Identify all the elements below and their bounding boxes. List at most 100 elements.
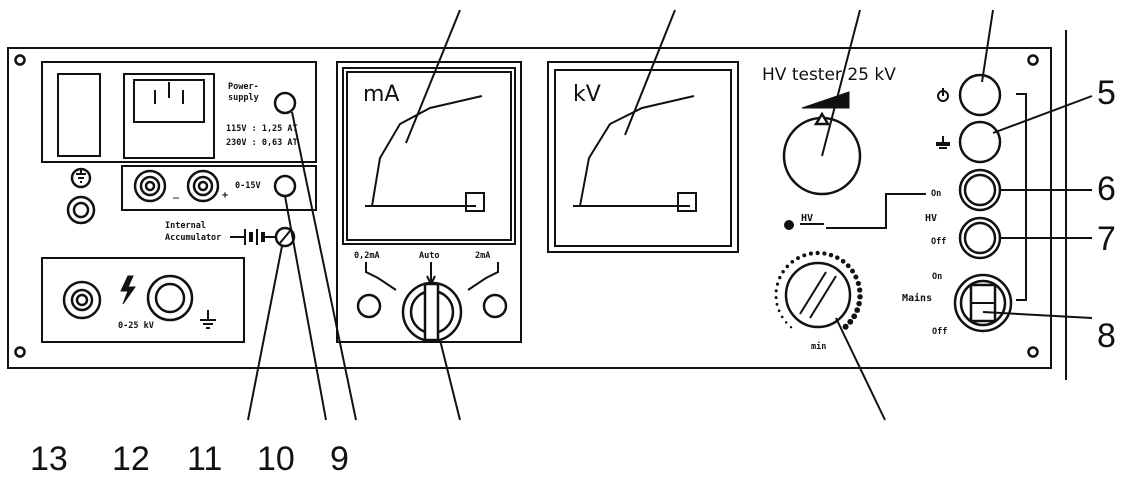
hv-off-label: Off xyxy=(931,237,946,247)
high-voltage-icon xyxy=(120,275,136,305)
scale-dot xyxy=(778,275,782,280)
current-meter-scale-curve xyxy=(371,95,483,207)
scale-dot xyxy=(784,321,788,324)
scale-dot xyxy=(774,296,778,300)
mounting-screws xyxy=(14,54,1039,358)
fine-control-knob[interactable] xyxy=(784,261,852,329)
scale-dot xyxy=(853,274,859,280)
fine-control-scale-dots xyxy=(774,250,863,330)
ground-symbol-icon xyxy=(936,136,950,149)
mains-off-label: Off xyxy=(932,327,947,337)
power-symbol-icon xyxy=(937,88,949,102)
hv-indicator-label: HV xyxy=(801,213,813,224)
low-voltage-output-block xyxy=(121,165,317,211)
range-low-indicator xyxy=(356,293,382,319)
callout-13: 13 xyxy=(30,440,68,478)
scale-dot xyxy=(828,252,834,258)
hv-on-label: On xyxy=(931,189,941,199)
scale-dot xyxy=(796,256,800,261)
scale-dot xyxy=(840,258,846,264)
hv-output-range-label: 0-25 kV xyxy=(118,321,154,331)
ground-icon xyxy=(200,310,216,329)
scale-dot xyxy=(847,318,854,325)
hv-output-block xyxy=(41,257,245,343)
scale-dot xyxy=(855,280,861,286)
fuse-rating-115v: 115V : 1,25 AT xyxy=(226,124,298,134)
ground-test-button[interactable] xyxy=(958,120,1002,164)
scale-dot xyxy=(777,309,781,313)
fine-control-min-label: min xyxy=(811,341,826,352)
hv-indicator-lamp xyxy=(784,220,794,230)
scale-dot xyxy=(775,282,780,286)
voltage-meter-unit: kV xyxy=(573,82,601,107)
scale-dot xyxy=(856,300,862,307)
scale-dot xyxy=(790,259,795,264)
range-selector-pointer xyxy=(423,282,440,342)
scale-dot xyxy=(851,313,858,320)
scale-dot xyxy=(845,263,851,269)
output-voltage-knob[interactable] xyxy=(273,174,297,198)
range-auto-label: Auto xyxy=(419,251,439,261)
scale-dot xyxy=(854,307,861,313)
power-supply-block xyxy=(41,61,317,163)
jack-plus-label: + xyxy=(222,190,228,201)
power-supply-switch[interactable] xyxy=(273,91,297,115)
scale-dot xyxy=(789,326,793,329)
range-high-label: 2mA xyxy=(475,251,490,261)
callout-leader-lines xyxy=(247,9,1093,421)
power-supply-label-2: supply xyxy=(228,93,259,103)
front-panel-outline xyxy=(7,47,1052,369)
accumulator-label-1: Internal xyxy=(165,221,206,231)
scale-dot xyxy=(815,250,820,256)
scale-dot xyxy=(857,287,863,293)
output-range-label: 0-15V xyxy=(235,181,261,191)
scale-dot xyxy=(775,302,779,306)
callout-6: 6 xyxy=(1097,170,1116,208)
mains-inlet-socket[interactable] xyxy=(123,73,215,159)
scale-dot xyxy=(808,251,813,256)
scale-dot xyxy=(774,289,778,293)
callout-8: 8 xyxy=(1097,317,1116,355)
power-supply-label-1: Power- xyxy=(228,82,259,92)
current-meter-unit: mA xyxy=(363,82,399,107)
ramp-icon xyxy=(801,91,850,109)
voltage-meter-frame xyxy=(547,61,739,253)
instrument-title: HV tester 25 kV xyxy=(762,65,896,85)
dial-pointer xyxy=(813,111,831,126)
jack-minus-label: _ xyxy=(173,188,180,199)
fuse-rating-230v: 230V : 0,63 AT xyxy=(226,138,298,148)
callout-7: 7 xyxy=(1097,220,1116,258)
mains-fuse-holder[interactable] xyxy=(57,73,101,157)
scale-dot xyxy=(780,315,784,319)
voltage-meter-zero-adjust[interactable] xyxy=(677,192,697,212)
scale-dot xyxy=(850,268,855,274)
voltage-meter-scale-curve xyxy=(579,95,695,207)
mains-inlet-pins-area xyxy=(133,79,205,123)
scale-dot xyxy=(835,255,840,260)
callout-9: 9 xyxy=(330,440,349,478)
scale-dot xyxy=(857,294,863,300)
hv-switch-label: HV xyxy=(925,213,937,224)
scale-dot xyxy=(802,253,807,258)
callout-5: 5 xyxy=(1097,74,1116,112)
callout-11: 11 xyxy=(187,440,222,478)
range-low-label: 0,2mA xyxy=(354,251,380,261)
callout-10: 10 xyxy=(257,440,295,478)
scale-dot xyxy=(822,251,827,256)
callout-12: 12 xyxy=(112,440,150,478)
current-meter-face xyxy=(342,67,516,245)
battery-icon xyxy=(230,229,276,245)
mains-label: Mains xyxy=(902,292,932,304)
scale-dot xyxy=(785,264,790,269)
reset-button[interactable] xyxy=(958,73,1002,117)
range-high-indicator xyxy=(482,293,508,319)
accumulator-label-2: Accumulator xyxy=(165,233,221,243)
scale-dot xyxy=(842,323,849,330)
voltage-meter-face xyxy=(554,69,732,247)
scale-dot xyxy=(781,269,785,274)
button-group-bracket xyxy=(1016,93,1027,301)
mains-on-label: On xyxy=(932,272,942,282)
current-meter-zero-adjust[interactable] xyxy=(465,192,485,212)
